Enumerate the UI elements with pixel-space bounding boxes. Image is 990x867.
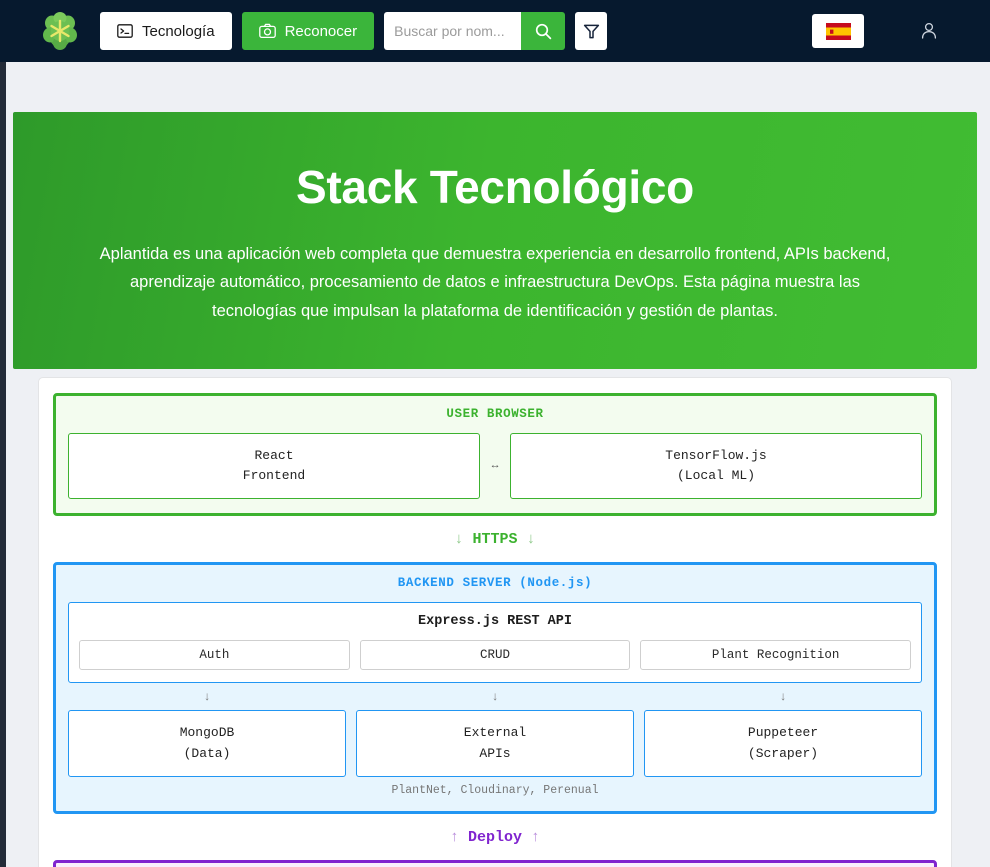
aplantida-logo[interactable] xyxy=(38,9,82,53)
filter-funnel-icon xyxy=(583,24,599,38)
arrow-down-right: ↓ xyxy=(526,531,536,549)
api-chip-plant-recognition: Plant Recognition xyxy=(640,640,912,671)
api-chip-crud: CRUD xyxy=(359,640,631,671)
node-line-2: (Data) xyxy=(183,745,231,761)
node-mongodb: MongoDB (Data) xyxy=(68,710,346,777)
zone-training-pipeline: TRAINING PIPELINE (Offline) PyTorch Trai… xyxy=(53,859,937,867)
node-external-apis: External APIs xyxy=(356,710,634,777)
node-line-1: TensorFlow.js xyxy=(665,448,767,464)
camera-icon xyxy=(258,23,276,39)
nav-reconocer-label: Reconocer xyxy=(284,22,358,40)
user-account-button[interactable] xyxy=(912,14,946,48)
zone-user-browser: USER BROWSER React Frontend ↔ TensorFlow… xyxy=(53,393,937,517)
spain-flag-icon xyxy=(825,22,851,40)
node-line-2: (Scraper) xyxy=(747,745,819,761)
node-line-2: (Local ML) xyxy=(676,468,755,484)
terminal-icon xyxy=(117,24,133,38)
hero-section-wrapper: Stack Tecnológico Aplantida es una aplic… xyxy=(0,62,990,370)
architecture-diagram-card: USER BROWSER React Frontend ↔ TensorFlow… xyxy=(38,377,952,867)
zone-user-browser-title: USER BROWSER xyxy=(446,407,544,422)
node-line-1: Puppeteer xyxy=(747,725,819,741)
node-line-1: MongoDB xyxy=(179,725,235,741)
architecture-card-wrapper: USER BROWSER React Frontend ↔ TensorFlow… xyxy=(0,369,990,867)
api-chip-row: Auth CRUD Plant Recognition xyxy=(79,640,912,671)
flow-label-https-text: HTTPS xyxy=(472,531,518,549)
flow-label-https: ↓ HTTPS ↓ xyxy=(53,516,937,562)
browser-connector-arrow: ↔ xyxy=(491,460,499,473)
arrow-down-external-apis: ↓ xyxy=(491,690,499,705)
page-left-edge xyxy=(0,62,6,867)
api-chip-auth: Auth xyxy=(79,640,350,671)
plant-logo-icon xyxy=(43,12,77,50)
node-tensorflowjs-local-ml: TensorFlow.js (Local ML) xyxy=(510,433,922,500)
search-submit-button[interactable] xyxy=(521,12,566,50)
language-selector-button[interactable] xyxy=(812,14,864,48)
arrow-up-left: ↑ xyxy=(449,828,459,846)
node-line-2: APIs xyxy=(479,745,511,761)
navbar-right-group xyxy=(812,14,972,48)
node-line-1: External xyxy=(463,725,527,741)
arrow-down-mongodb: ↓ xyxy=(203,690,211,705)
backend-arrow-row: ↓ ↓ ↓ xyxy=(68,683,922,710)
search-input[interactable] xyxy=(384,12,522,50)
node-line-1: React xyxy=(254,448,294,464)
backend-store-row: MongoDB (Data) External APIs Puppeteer (… xyxy=(68,710,922,777)
zone-backend-server: BACKEND SERVER (Node.js) Express.js REST… xyxy=(53,562,937,814)
hero-banner: Stack Tecnológico Aplantida es una aplic… xyxy=(13,112,977,370)
express-api-title: Express.js REST API xyxy=(418,614,572,630)
arrow-down-puppeteer: ↓ xyxy=(779,690,787,705)
hero-description: Aplantida es una aplicación web completa… xyxy=(99,245,891,320)
user-account-icon xyxy=(921,22,937,39)
node-puppeteer: Puppeteer (Scraper) xyxy=(644,710,922,777)
nav-tecnologia-label: Tecnología xyxy=(142,22,215,40)
search-icon xyxy=(535,23,551,39)
filter-button[interactable] xyxy=(575,12,608,50)
search-bar xyxy=(384,12,566,50)
node-line-2: Frontend xyxy=(242,468,306,484)
browser-node-row: React Frontend ↔ TensorFlow.js (Local ML… xyxy=(68,433,922,500)
nav-reconocer-button[interactable]: Reconocer xyxy=(241,12,375,50)
external-apis-caption: PlantNet, Cloudinary, Perenual xyxy=(391,783,599,797)
nav-tecnologia-button[interactable]: Tecnología xyxy=(100,12,232,50)
page-title: Stack Tecnológico xyxy=(296,161,694,213)
flow-label-deploy: ↑ Deploy ↑ xyxy=(53,814,937,860)
arrow-up-right: ↑ xyxy=(531,828,541,846)
top-navbar: Tecnología Reconocer xyxy=(0,0,990,62)
express-api-block: Express.js REST API Auth CRUD Plant Reco… xyxy=(68,602,922,684)
zone-backend-server-title: BACKEND SERVER (Node.js) xyxy=(397,576,593,591)
node-react-frontend: React Frontend xyxy=(68,433,480,500)
arrow-down-left: ↓ xyxy=(454,531,464,549)
flow-label-deploy-text: Deploy xyxy=(467,828,522,846)
